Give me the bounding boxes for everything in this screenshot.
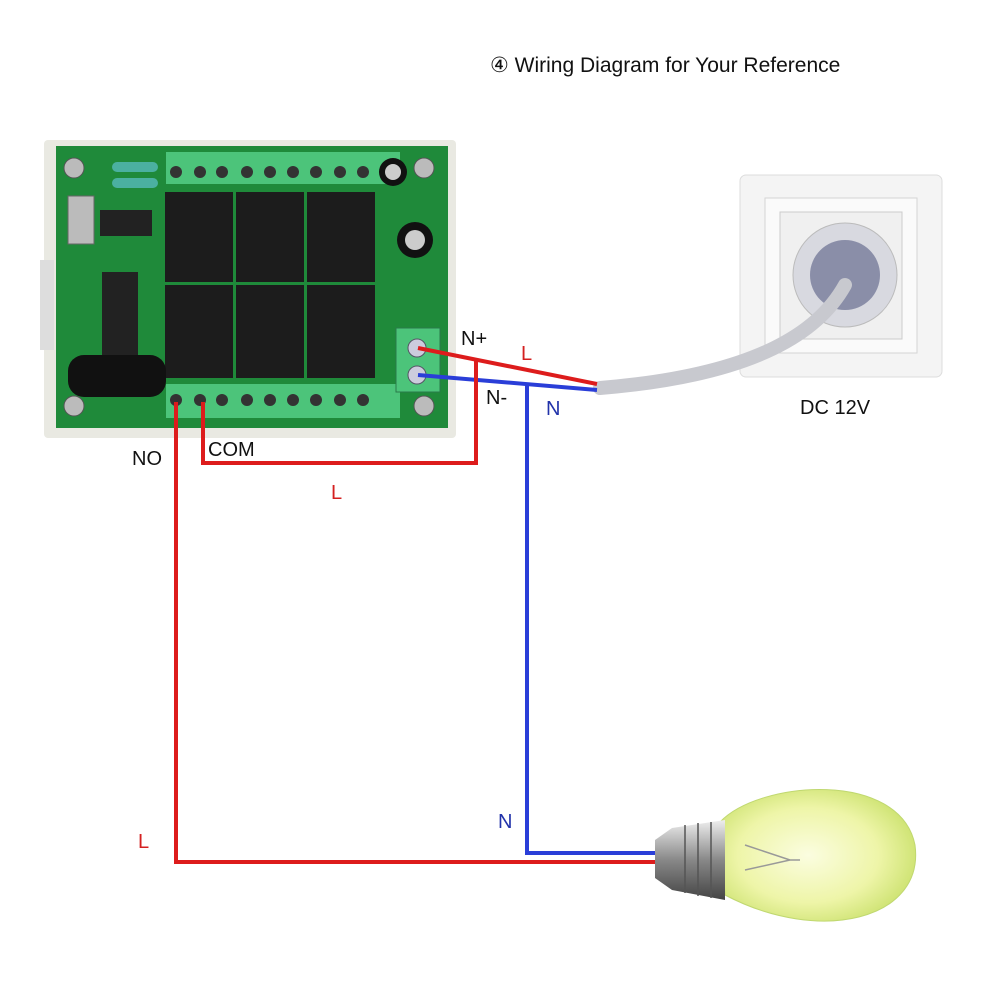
label-power-source: DC 12V: [800, 397, 871, 419]
live-wire-com: [201, 360, 478, 465]
label-l-lamp: L: [138, 831, 150, 853]
label-l-supply: L: [521, 343, 533, 365]
neutral-wire-lamp: [525, 385, 660, 855]
wall-socket: [593, 174, 943, 395]
relay-icon: [165, 192, 375, 378]
live-wire-supply: [417, 346, 598, 386]
light-bulb: [655, 788, 917, 922]
label-n-lamp: N: [498, 811, 513, 833]
diagram-title: ④ Wiring Diagram for Your Reference: [490, 54, 841, 77]
label-n-minus: N-: [486, 387, 508, 409]
label-n-supply: N: [546, 398, 561, 420]
label-l-com: L: [331, 482, 343, 504]
neutral-wire-supply: [417, 373, 598, 392]
screw-icon: [63, 157, 435, 417]
live-wire-lamp: [174, 402, 660, 864]
label-no: NO: [132, 448, 162, 470]
label-com: COM: [208, 439, 255, 461]
relay-board: [40, 140, 456, 438]
label-n-plus: N+: [461, 328, 488, 350]
wires: [174, 346, 660, 864]
